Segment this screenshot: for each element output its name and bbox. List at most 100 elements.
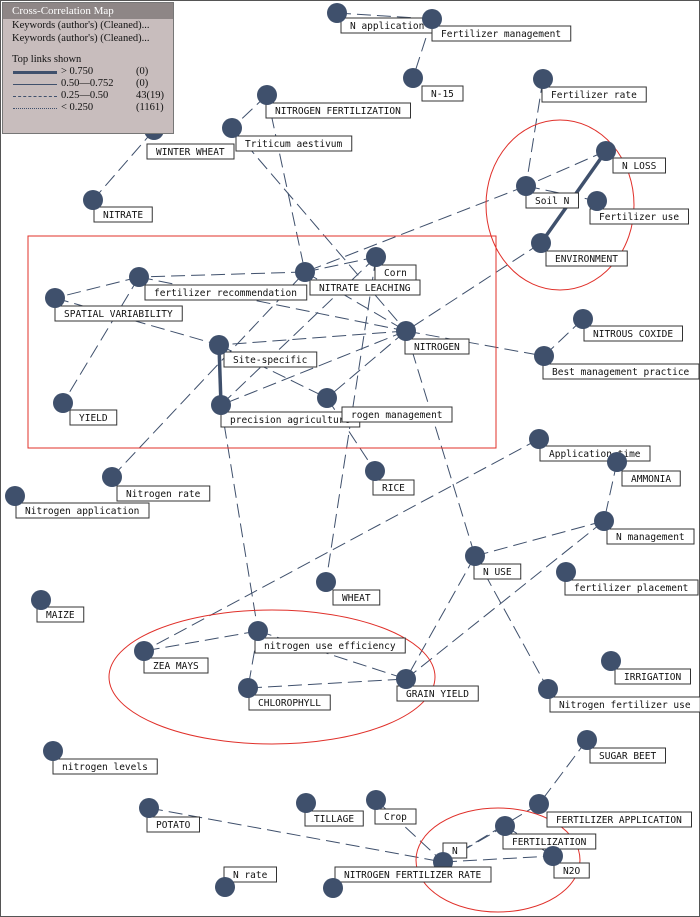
node-dot[interactable] (45, 288, 65, 308)
node-yield[interactable]: YIELD (53, 393, 118, 426)
node-environment[interactable]: ENVIRONMENT (531, 233, 628, 267)
node-application-time[interactable]: Application time (529, 429, 651, 462)
node-dot[interactable] (295, 262, 315, 282)
node-nitrogen-application[interactable]: Nitrogen application (5, 486, 150, 519)
edge-chlorophyll-grain_yield (247, 678, 407, 689)
node-dot[interactable] (366, 247, 386, 267)
node-best-management[interactable]: Best management practice (534, 346, 700, 380)
node-n2o[interactable]: N2O (543, 846, 590, 879)
node-dot[interactable] (366, 790, 386, 810)
node-dot[interactable] (323, 878, 343, 898)
node-dot[interactable] (134, 641, 154, 661)
node-tillage[interactable]: TILLAGE (296, 793, 364, 827)
node-dot[interactable] (577, 730, 597, 750)
node-label-box (542, 363, 700, 380)
node-dot[interactable] (83, 190, 103, 210)
node-fertilizer-rate[interactable]: Fertilizer rate (533, 69, 647, 103)
node-dot[interactable] (587, 191, 607, 211)
node-fertilizer-recommendation[interactable]: fertilizer recommendation (129, 267, 308, 301)
node-dot[interactable] (248, 621, 268, 641)
node-nitrogen-fertilizer-rate[interactable]: NITROGEN FERTILIZER RATE (323, 866, 492, 898)
node-corn[interactable]: Corn (366, 247, 417, 281)
node-dot[interactable] (5, 486, 25, 506)
node-site-specific[interactable]: Site-specific (209, 335, 318, 368)
node-dot[interactable] (538, 679, 558, 699)
node-label-box (52, 758, 158, 775)
node-nitrate[interactable]: NITRATE (83, 190, 153, 223)
node-dot[interactable] (365, 461, 385, 481)
node-label: N rate (233, 870, 268, 881)
node-nitrogen-rate[interactable]: Nitrogen rate (102, 467, 211, 502)
node-chlorophyll[interactable]: CHLOROPHYLL (238, 678, 331, 711)
node-dot[interactable] (215, 877, 235, 897)
node-wheat[interactable]: WHEAT (316, 572, 381, 606)
node-fertilizer-use[interactable]: Fertilizer use (587, 191, 689, 225)
node-dot[interactable] (601, 651, 621, 671)
node-precision-agriculture[interactable]: precision agriculture (211, 395, 361, 428)
node-fertilization[interactable]: FERTILIZATION (495, 816, 597, 850)
node-spatial-variability[interactable]: SPATIAL VARIABILITY (45, 288, 183, 322)
node-grain-yield[interactable]: GRAIN YIELD (396, 669, 479, 702)
node-dot[interactable] (573, 309, 593, 329)
node-nitrous-oxide[interactable]: NITROUS COXIDE (573, 309, 683, 342)
node-nitrogen-fertilization[interactable]: NITROGEN FERTILIZATION (257, 85, 411, 119)
node-dot[interactable] (102, 467, 122, 487)
node-n-application[interactable]: N application (327, 3, 435, 34)
node-fertilizer-application[interactable]: FERTILIZER APPLICATION (529, 794, 692, 828)
node-nitrogen-fertilizer-use[interactable]: Nitrogen fertilizer use (538, 679, 700, 713)
node-dot[interactable] (556, 562, 576, 582)
node-dot[interactable] (533, 69, 553, 89)
node-potato[interactable]: POTATO (139, 798, 200, 833)
node-nitrogen-management[interactable]: rogen management (317, 388, 453, 423)
node-triticum[interactable]: Triticum aestivum (222, 118, 353, 152)
node-dot[interactable] (534, 346, 554, 366)
node-dot[interactable] (403, 68, 423, 88)
node-dot[interactable] (43, 741, 63, 761)
node-n-loss[interactable]: N LOSS (596, 141, 666, 174)
node-dot[interactable] (209, 335, 229, 355)
node-dot[interactable] (53, 393, 73, 413)
node-fertilizer-management[interactable]: Fertilizer management (422, 9, 572, 42)
node-n-use[interactable]: N USE (465, 546, 522, 580)
node-n-management[interactable]: N management (594, 511, 695, 545)
node-dot[interactable] (327, 3, 347, 23)
node-dot[interactable] (296, 793, 316, 813)
node-sugar-beet[interactable]: SUGAR BEET (577, 730, 666, 764)
node-crop[interactable]: Crop (366, 790, 417, 825)
node-dot[interactable] (529, 794, 549, 814)
node-dot[interactable] (543, 846, 563, 866)
node-dot[interactable] (607, 452, 627, 472)
node-n15[interactable]: N-15 (403, 68, 464, 102)
node-dot[interactable] (516, 176, 536, 196)
node-irrigation[interactable]: IRRIGATION (601, 651, 691, 685)
node-zea-mays[interactable]: ZEA MAYS (134, 641, 209, 674)
node-nitrogen[interactable]: NITROGEN (396, 321, 470, 355)
node-n-rate[interactable]: N rate (215, 866, 277, 897)
node-dot[interactable] (422, 9, 442, 29)
node-rice[interactable]: RICE (365, 461, 415, 496)
node-nitrogen-levels[interactable]: nitrogen levels (43, 741, 158, 775)
node-dot[interactable] (317, 388, 337, 408)
node-dot[interactable] (211, 395, 231, 415)
node-dot[interactable] (316, 572, 336, 592)
node-dot[interactable] (129, 267, 149, 287)
node-nitrate-leaching[interactable]: NITRATE LEACHING (295, 262, 421, 296)
node-dot[interactable] (495, 816, 515, 836)
node-dot[interactable] (531, 233, 551, 253)
node-dot[interactable] (31, 590, 51, 610)
node-ammonia[interactable]: AMMONIA (607, 452, 681, 487)
node-dot[interactable] (257, 85, 277, 105)
node-fertilizer-placement[interactable]: fertilizer placement (556, 562, 699, 596)
node-dot[interactable] (396, 321, 416, 341)
node-dot[interactable] (222, 118, 242, 138)
node-nue[interactable]: nitrogen use efficiency (248, 621, 406, 654)
node-dot[interactable] (465, 546, 485, 566)
node-dot[interactable] (529, 429, 549, 449)
node-dot[interactable] (396, 669, 416, 689)
node-soil-n[interactable]: Soil N (516, 176, 579, 209)
node-dot[interactable] (139, 798, 159, 818)
node-dot[interactable] (594, 511, 614, 531)
node-maize[interactable]: MAIZE (31, 590, 85, 623)
node-dot[interactable] (596, 141, 616, 161)
node-dot[interactable] (238, 678, 258, 698)
